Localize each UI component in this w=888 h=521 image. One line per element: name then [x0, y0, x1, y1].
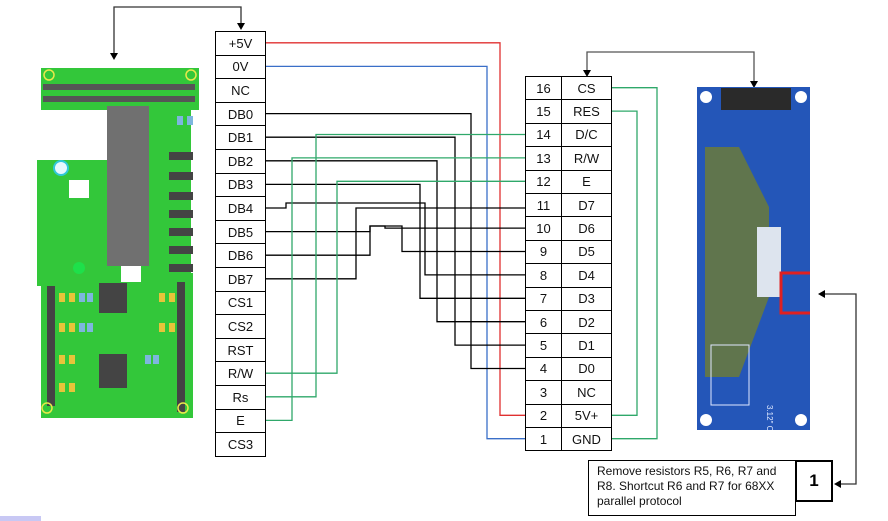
selection-highlight [0, 516, 41, 521]
right-pin-label: D3 [561, 286, 612, 311]
left-pin: 0V [215, 54, 266, 80]
wire-db7-to-d7 [266, 207, 525, 280]
right-pin-number: 6 [525, 310, 562, 335]
right-pin-label: D/C [561, 122, 612, 148]
wire-cs-to-gnd [612, 87, 658, 440]
arrowhead-down-left-board [110, 53, 118, 60]
left-pin: Rs [215, 385, 266, 410]
left-pin: DB7 [215, 267, 266, 292]
wire-db3-to-d3 [266, 183, 525, 299]
right-pin-label: D4 [561, 263, 612, 288]
left-pin: RST [215, 337, 266, 363]
resistor-highlight-box [779, 271, 810, 315]
left-pin: E [215, 408, 266, 434]
instruction-note-text: Remove resistors R5, R6, R7 and R8. Shor… [597, 464, 777, 508]
left-pin: NC [215, 78, 266, 103]
oled-pointer-arrow [586, 51, 755, 84]
right-pin-number: 14 [525, 122, 562, 148]
right-pin-label: RES [561, 99, 612, 124]
oled-silkscreen-label: 3.12" OLED [765, 405, 774, 430]
callout-arrow [822, 293, 857, 485]
right-pin-number: 1 [525, 427, 562, 452]
right-pin-number: 12 [525, 169, 562, 194]
wire-0v-to-gnd [266, 65, 525, 440]
left-pin: DB2 [215, 149, 266, 174]
arrowhead-down-right-connector [583, 70, 591, 77]
wire-db2-to-d2 [266, 160, 525, 323]
wire-rs-to-dc [266, 133, 525, 398]
wire-db6-to-d6 [266, 225, 525, 256]
right-pin-number: 8 [525, 263, 562, 288]
right-pin-label: NC [561, 380, 612, 405]
wire-db0-to-d0 [266, 112, 525, 370]
wire-group [266, 42, 658, 440]
right-pin-number: 13 [525, 146, 562, 171]
wire-db1-to-d1 [266, 136, 525, 346]
right-pin-number: 10 [525, 216, 562, 241]
right-pin-label: D5 [561, 239, 612, 265]
left-pin: DB3 [215, 172, 266, 198]
controller-pcb-image [37, 68, 199, 418]
left-pin: +5V [215, 31, 266, 56]
right-pin-number: 11 [525, 193, 562, 218]
left-pin: CS1 [215, 290, 266, 316]
instruction-note: Remove resistors R5, R6, R7 and R8. Shor… [588, 460, 796, 516]
right-pin-number: 4 [525, 356, 562, 382]
callout-number-box: 1 [795, 460, 833, 502]
right-pin-label: D6 [561, 216, 612, 241]
right-pin-number: 15 [525, 99, 562, 124]
left-pin: DB4 [215, 196, 266, 221]
arrowhead-down-left-connector [237, 23, 245, 30]
right-pin-number: 7 [525, 286, 562, 311]
wire-db5-to-d5 [266, 225, 525, 253]
left-pin: DB5 [215, 219, 266, 245]
right-pin-label: CS [561, 76, 612, 101]
wire-db4-to-d4 [266, 202, 525, 276]
right-pin-label: D7 [561, 193, 612, 218]
callout-number: 1 [809, 471, 819, 490]
wire-res-to-5v [612, 110, 638, 416]
right-pin-label: D2 [561, 310, 612, 335]
right-pin-number: 9 [525, 239, 562, 265]
left-pin: CS3 [215, 432, 266, 457]
right-pin-label: D1 [561, 333, 612, 358]
oled-header-pins [721, 88, 791, 110]
right-pin-number: 5 [525, 333, 562, 358]
wire-e-to-rw [266, 157, 525, 422]
arrowhead-down-oled [750, 81, 758, 88]
right-pin-label: GND [561, 427, 612, 452]
wire-5v-to-5v [266, 42, 525, 416]
left-pin: R/W [215, 361, 266, 386]
left-board-pointer-arrow [113, 6, 242, 56]
left-pin: CS2 [215, 314, 266, 339]
right-pin-number: 16 [525, 76, 562, 101]
right-pin-label: D0 [561, 356, 612, 382]
right-pin-number: 3 [525, 380, 562, 405]
left-pin: DB6 [215, 243, 266, 268]
right-pin-label: E [561, 169, 612, 194]
left-pin: DB0 [215, 101, 266, 127]
arrowhead-left-callout-top [818, 290, 825, 298]
right-pin-label: 5V+ [561, 403, 612, 428]
right-pin-number: 2 [525, 403, 562, 428]
oled-module-image: 3.12" OLED [697, 87, 810, 430]
arrowhead-left-callout-bottom [834, 480, 841, 488]
right-pin-label: R/W [561, 146, 612, 171]
left-pin: DB1 [215, 125, 266, 150]
wire-rw-to-e [266, 180, 525, 374]
